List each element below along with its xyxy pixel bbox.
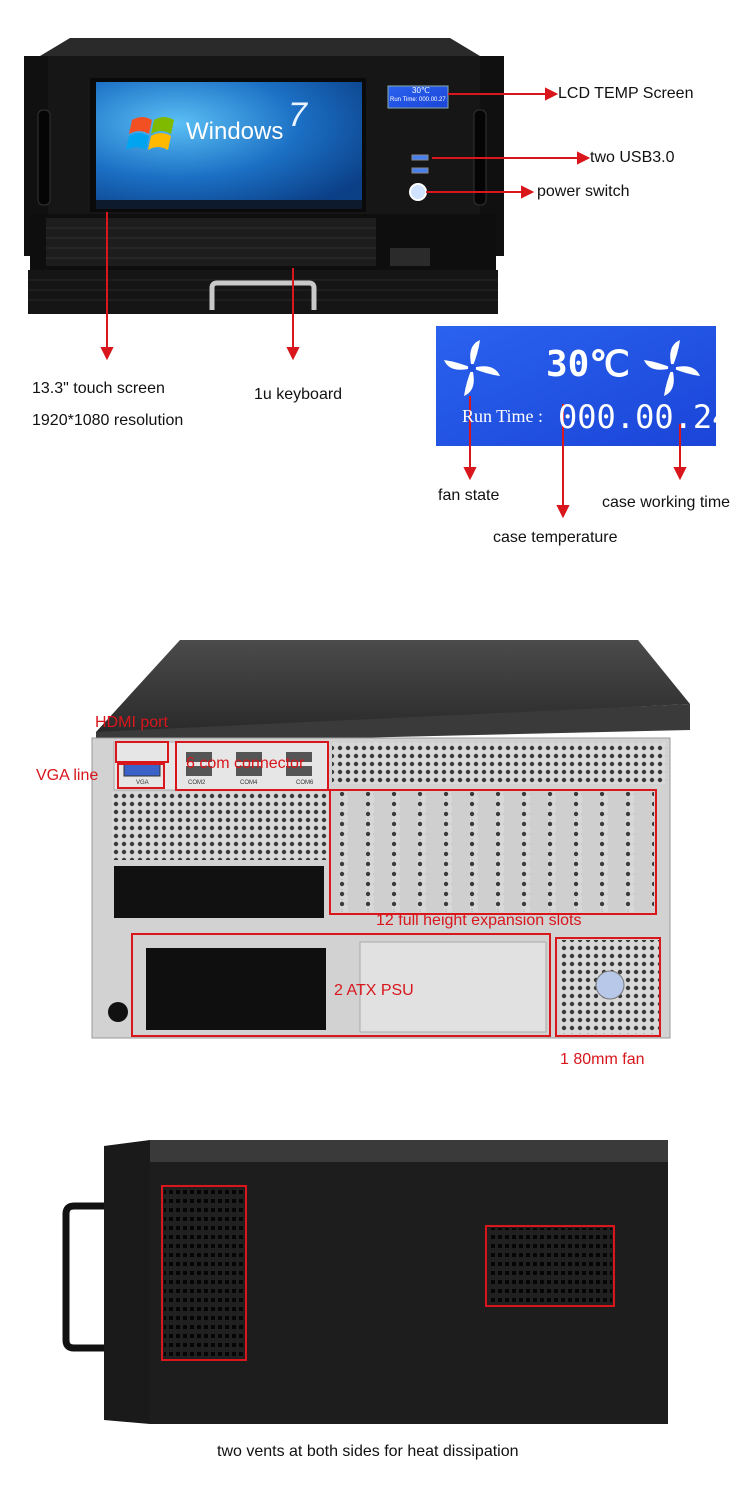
left-handle [37,109,51,206]
callout-fan-state: fan state [438,487,500,504]
callout-atx-psu: 2 ATX PSU [334,982,414,999]
drawer-handle [209,280,317,310]
callout-case-working-time: case working time [602,494,731,511]
screen-version: 7 [288,96,307,134]
screen-brand: Windows [186,118,284,145]
lcd-callout-lines [463,396,687,519]
lcd-temperature: 30℃ [546,344,630,385]
side-vent-rear [488,1228,612,1304]
port-label-com2: COM2 [188,780,206,786]
port-label-com6: COM6 [296,780,314,786]
vga-connector [123,763,161,777]
rear-highlight-boxes [115,741,661,1037]
port-label-com4: COM4 [240,780,258,786]
usb-port-2 [411,167,429,174]
drawer-front [28,270,498,314]
fan-right-icon [644,340,700,396]
front-callout-lines [100,87,591,361]
expansion-slots [332,792,654,912]
power-switch-icon [409,183,427,201]
callout-case-temperature: case temperature [493,529,618,546]
taskbar [96,200,362,209]
front-lcd-temp: 30℃ [412,86,430,95]
side-front-edge [104,1140,150,1424]
keyboard-keys [46,218,376,266]
usb-port-1 [411,154,429,161]
side-top [150,1140,668,1166]
callout-usb: two USB3.0 [590,149,675,166]
callout-80mm-fan: 1 80mm fan [560,1051,645,1068]
callout-lcd-temp-screen: LCD TEMP Screen [558,85,694,102]
board-opening [114,866,324,918]
callout-vga-line: VGA line [36,767,99,784]
left-vent [112,792,328,860]
side-highlight-boxes [161,1185,615,1361]
callout-expansion-slots: 12 full height expansion slots [376,912,582,929]
rear-top-edge [96,704,690,744]
top-vent [332,742,666,784]
psu-bay-2 [359,941,547,1033]
lcd-run-time-label: Run Time : [462,406,544,426]
windows-logo-icon [126,117,174,150]
front-lcd-runtime: Run Time: 000.00.27 [390,97,446,103]
callout-resolution: 1920*1080 resolution [32,412,184,429]
rear-chassis-top [96,640,690,732]
psu-bay-1 [146,948,326,1030]
rear-hole [108,1002,128,1022]
callout-touch-screen: 13.3" touch screen [32,380,165,397]
port-label-vga: VGA [136,780,149,786]
side-caption: two vents at both sides for heat dissipa… [217,1443,519,1460]
com-connectors [186,752,312,776]
fan-hub-icon [595,970,625,1000]
side-vent-front [164,1188,244,1358]
lcd-run-time-value: 000.00.24 [558,398,732,436]
callout-power-switch: power switch [537,183,630,200]
callout-keyboard: 1u keyboard [254,386,343,403]
callout-com-connector: 6 com connector [186,755,305,772]
front-lcd [387,85,449,109]
fan-left-icon [444,340,500,396]
touchpad [390,248,430,266]
chassis-top [40,38,480,56]
callout-hdmi-port: HDMI port [95,714,168,731]
side-handle [62,1202,104,1352]
keyboard-key-grid [46,227,376,259]
